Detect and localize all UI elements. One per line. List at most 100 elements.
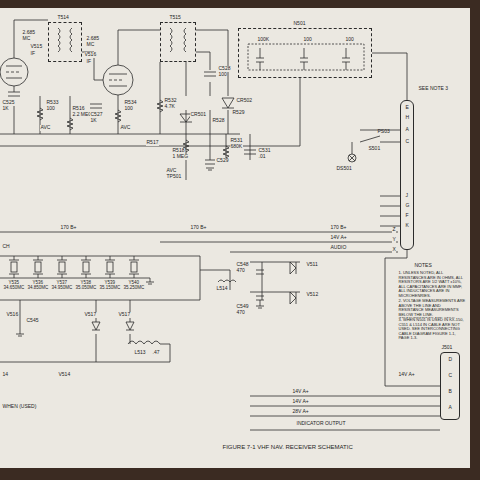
transformer-can: T514 <box>48 22 82 62</box>
part-label: R516 <box>72 106 85 112</box>
crystal-symbol <box>9 260 139 274</box>
pin-letter: A <box>405 127 409 133</box>
value-label: NOTES <box>414 263 432 269</box>
part-label: CR501 <box>190 112 207 118</box>
value-label: 470 <box>236 268 245 274</box>
part-label: C549 <box>236 304 249 310</box>
wire <box>0 300 200 362</box>
value-label: .47 <box>152 350 160 356</box>
diode-symbol <box>92 98 296 330</box>
pin-letter: D <box>448 357 453 363</box>
value-label: MC <box>22 36 31 42</box>
part-label: S501 <box>368 146 381 152</box>
page-edge <box>470 0 480 480</box>
pin-letter: K <box>405 223 409 229</box>
wire <box>14 20 228 96</box>
page-edge <box>0 468 480 480</box>
pin-letter: E <box>405 105 409 111</box>
part-label: R532 <box>164 98 177 104</box>
part-label: N501 <box>293 21 306 27</box>
wire <box>150 256 300 300</box>
value-label: 100 <box>124 106 133 112</box>
diode-symbol <box>92 98 296 330</box>
value-label: INDICATOR OUTPUT <box>296 421 346 427</box>
wire <box>250 396 440 430</box>
pin-letter: H <box>405 115 410 121</box>
vacuum-tube <box>103 65 133 95</box>
part-label: R528 <box>212 118 225 124</box>
value-label: SEE NOTE 3 <box>418 86 448 92</box>
value-label: X <box>392 247 396 253</box>
vacuum-tube <box>0 58 133 95</box>
capacitor-symbol <box>8 72 264 300</box>
pin-letter: 100 <box>303 37 312 43</box>
pin-letter: J <box>405 193 409 199</box>
figure-caption: FIGURE 7-1 VHF NAV. RECEIVER SCHEMATIC <box>222 444 353 451</box>
network-box: N501100K100100 <box>238 28 372 78</box>
part-label: R531 <box>230 138 243 144</box>
crystal-symbol <box>59 262 65 272</box>
part-label: V514 <box>58 372 71 378</box>
value-label: 14V A+ <box>292 389 309 395</box>
crystal-symbol <box>35 262 41 272</box>
pin-letter: F <box>405 213 409 219</box>
connector-plug: J501DCBA <box>440 352 460 420</box>
part-label: R529 <box>232 110 245 116</box>
pin-letter: C <box>448 373 453 379</box>
ground-symbol <box>16 168 264 336</box>
value-label: 1K <box>90 118 97 124</box>
value-label: 14V A+ <box>292 399 309 405</box>
pin-letter: G <box>405 203 410 209</box>
value-label: 35.150MC <box>99 285 121 290</box>
note-text: 1. UNLESS NOTED, ALL RESISTANCES ARE IN … <box>398 271 467 299</box>
part-label: R534 <box>124 100 137 106</box>
part-label: L514 <box>216 286 228 292</box>
ground-symbol <box>16 168 264 336</box>
network-internals <box>248 44 364 70</box>
transformer-coil <box>58 28 72 52</box>
part-label: C531 <box>258 148 271 154</box>
value-label: 2.685 <box>22 30 36 36</box>
wire <box>14 62 228 134</box>
part-label: T514 <box>57 15 69 21</box>
part-label: V516 <box>6 312 19 318</box>
pilot-lamp <box>349 155 355 161</box>
value-label: 28V A+ <box>292 409 309 415</box>
part-label: C527 <box>90 112 103 118</box>
value-label: 470 <box>236 310 245 316</box>
cable-wire <box>372 53 407 100</box>
pilot-lamp <box>348 154 356 162</box>
pin-letter: C <box>405 139 410 145</box>
value-label: 170 B+ <box>60 225 77 231</box>
part-label: R533 <box>46 100 59 106</box>
part-label: C528 <box>218 66 231 72</box>
vacuum-tube <box>0 58 28 86</box>
value-label: 35.250MC <box>123 285 145 290</box>
crystal-symbol <box>11 262 17 272</box>
value-label: 14V A+ <box>398 372 415 378</box>
wire <box>0 20 440 430</box>
crystal-symbol <box>9 260 139 274</box>
value-label: 1K <box>2 106 9 112</box>
note-text: 3. WHEN N501 IS USED IN KX-150, C551 & L… <box>398 318 467 341</box>
part-label: V517 <box>84 312 97 318</box>
value-label: 14 <box>2 372 9 378</box>
crystal-symbol <box>131 262 137 272</box>
wire <box>14 256 134 278</box>
part-label: V515 <box>30 44 43 50</box>
pilot-lamp <box>348 154 356 162</box>
value-label: AUDIO <box>330 245 347 251</box>
part-label: V516 <box>84 52 97 58</box>
page-edge <box>0 0 480 8</box>
value-label: IF <box>86 59 91 65</box>
part-label: R517 <box>146 140 159 146</box>
part-label: C525 <box>2 100 15 106</box>
value-label: CH <box>2 244 10 250</box>
capacitor-symbol <box>8 72 264 300</box>
pin-letter: 100 <box>345 37 354 43</box>
crystal-symbol <box>107 262 113 272</box>
part-label: V512 <box>306 292 319 298</box>
